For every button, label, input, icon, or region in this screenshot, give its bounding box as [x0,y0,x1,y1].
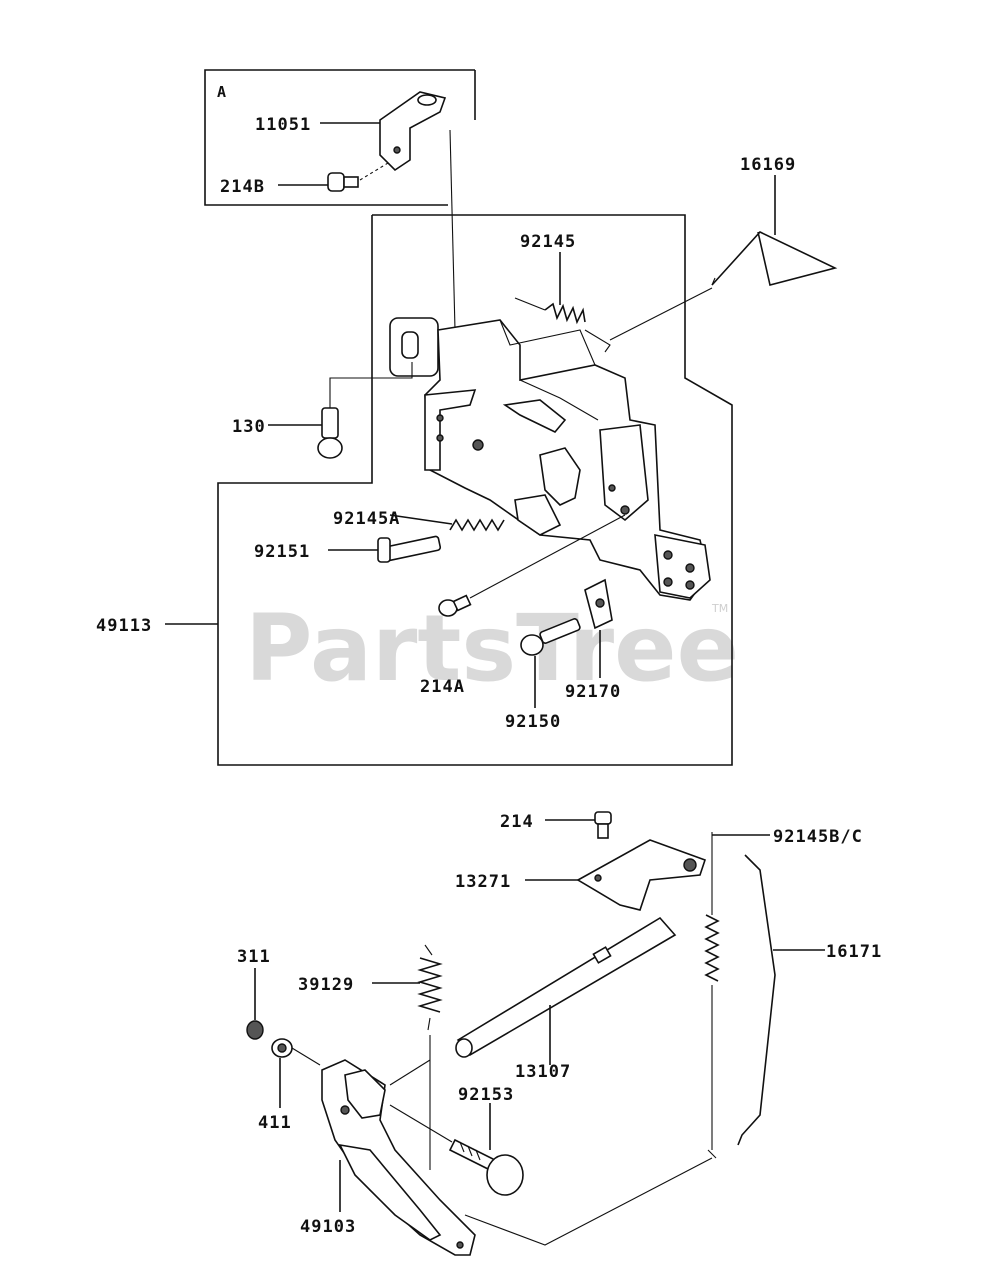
label-13271[interactable]: 13271 [455,872,511,892]
inset-box-a: A [204,69,476,206]
label-214b[interactable]: 214B [220,177,265,197]
leader-130-link [329,362,413,408]
label-49113[interactable]: 49113 [96,616,152,636]
link-lever-to-spring [464,1157,713,1246]
bolt-214b[interactable] [327,172,359,192]
washer-411[interactable] [271,1038,293,1058]
inset-link-line [449,129,456,331]
label-214[interactable]: 214 [500,812,534,832]
lever-49103[interactable] [321,1059,476,1256]
label-130[interactable]: 130 [232,417,266,437]
label-13107[interactable]: 13107 [515,1062,571,1082]
label-214a[interactable]: 214A [420,677,465,697]
label-39129[interactable]: 39129 [298,975,354,995]
label-92151[interactable]: 92151 [254,542,310,562]
label-92145bc[interactable]: 92145B/C [773,827,863,847]
shaft-13107[interactable] [455,916,677,1058]
bracket-92170[interactable] [584,578,613,630]
rod-16171[interactable] [737,854,776,1146]
spring-92145bc[interactable] [704,832,720,1159]
screw-214[interactable] [594,811,612,839]
link-lever-shaft [389,1059,431,1086]
bracket-11051[interactable] [379,91,447,172]
link-214a [469,514,626,599]
label-11051[interactable]: 11051 [255,115,311,135]
inset-letter: A [217,83,226,101]
label-311[interactable]: 311 [237,947,271,967]
label-16169[interactable]: 16169 [740,155,796,175]
spring-92145a[interactable] [449,518,505,532]
link-411 [291,1047,321,1066]
leader-214b-bolt [359,162,389,181]
spring-39129[interactable] [417,944,443,1031]
link-92153 [389,1104,453,1143]
wire-16169[interactable] [711,231,838,286]
link-16169 [609,287,713,341]
bolt-92150[interactable] [520,618,581,656]
watermark-tm: TM [711,602,728,615]
label-16171[interactable]: 16171 [826,942,882,962]
bolt-92153[interactable] [448,1138,524,1196]
label-92145[interactable]: 92145 [520,232,576,252]
label-92150[interactable]: 92150 [505,712,561,732]
screw-214a[interactable] [438,594,472,617]
assembly-box-49113 [217,214,733,766]
label-92145a[interactable]: 92145A [333,509,400,529]
label-92153[interactable]: 92153 [458,1085,514,1105]
control-plate-assembly[interactable] [389,317,711,601]
plate-13271[interactable] [576,839,707,911]
label-49103[interactable]: 49103 [300,1217,356,1237]
label-92170[interactable]: 92170 [565,682,621,702]
label-411[interactable]: 411 [258,1113,292,1133]
nut-311[interactable] [246,1020,264,1040]
bolt-130[interactable] [317,407,343,459]
watermark-text: PartsTree [245,595,739,702]
screw-92151[interactable] [377,535,442,563]
leader-92145a [389,514,453,525]
spring-92145[interactable] [514,297,611,353]
